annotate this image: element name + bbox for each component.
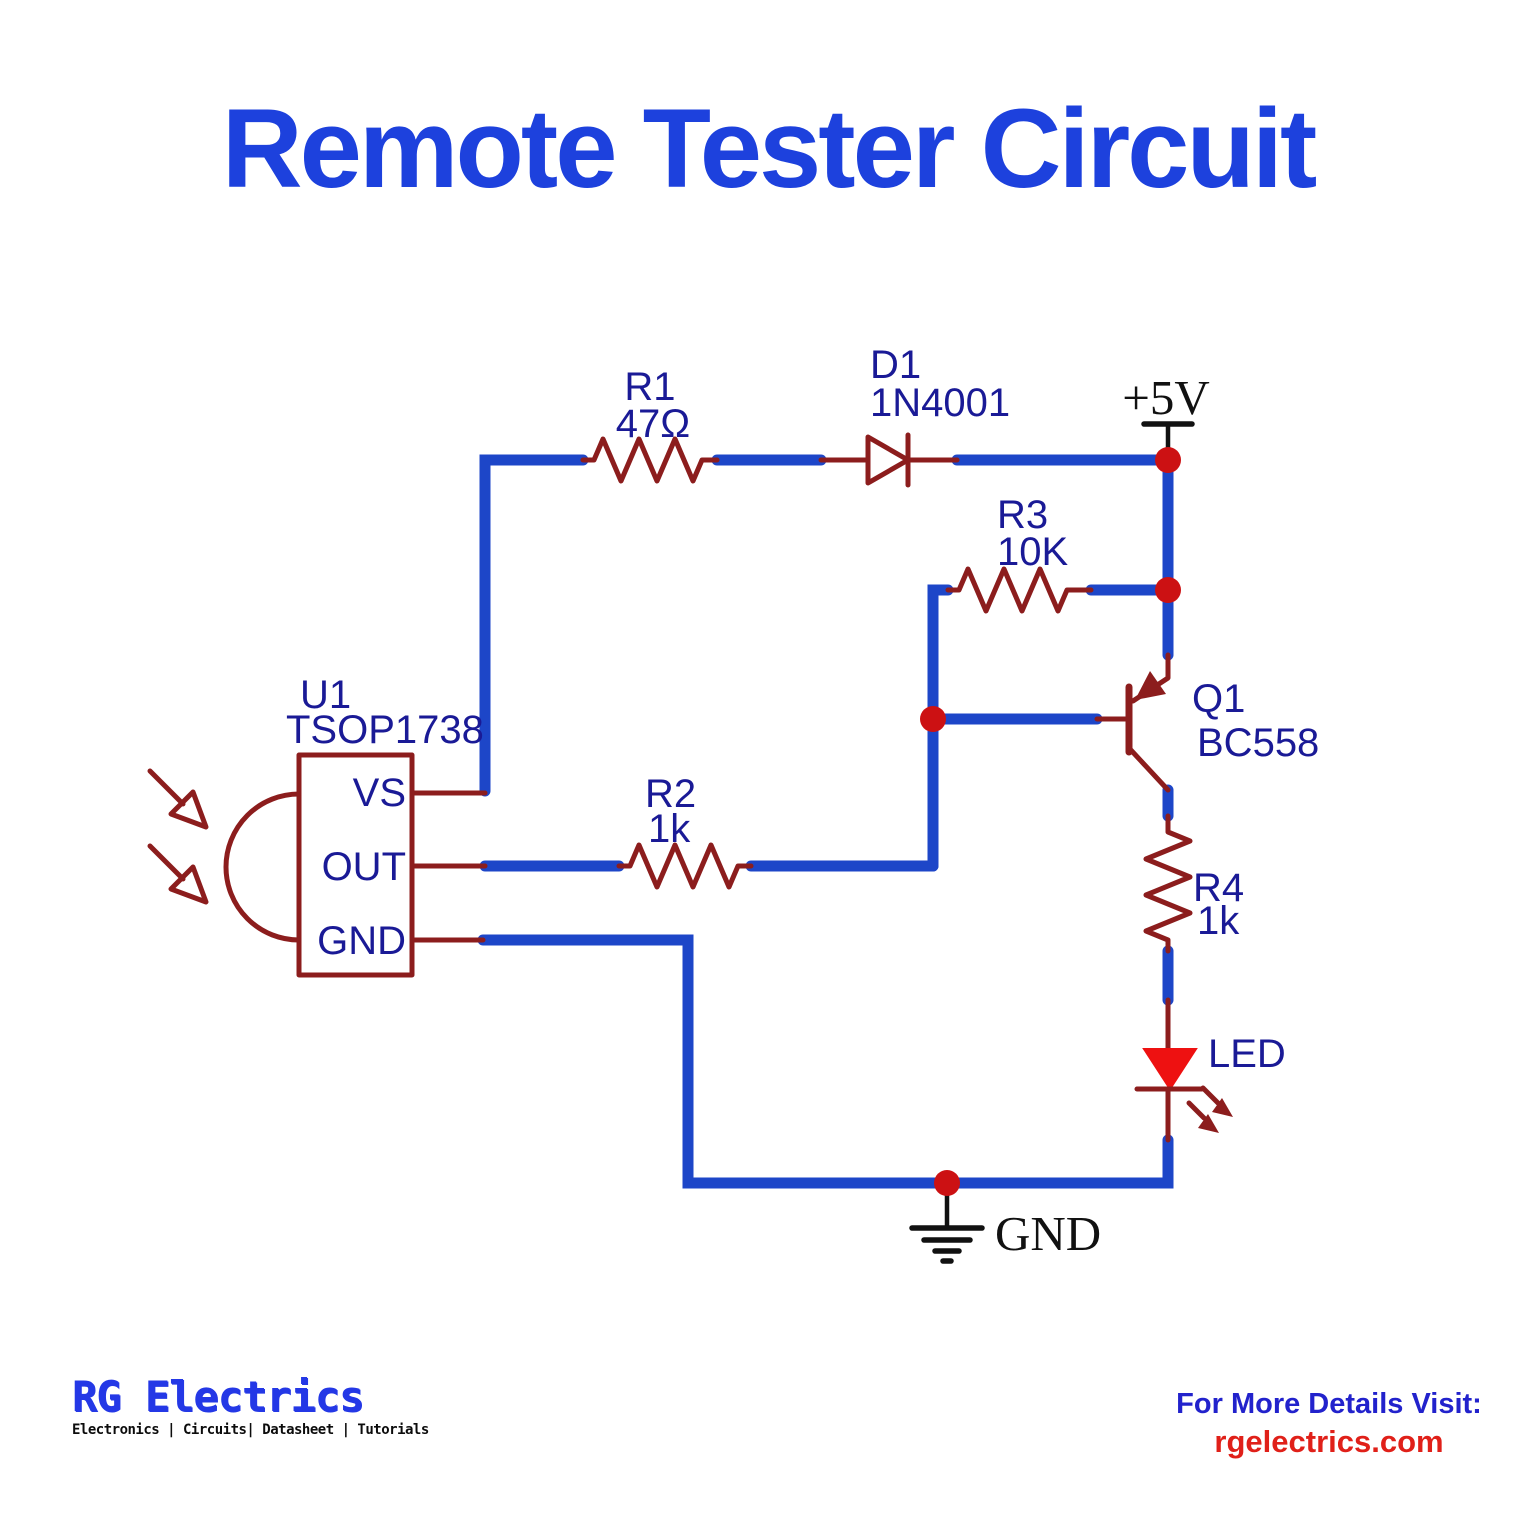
led-light-arrows	[1186, 1085, 1233, 1133]
u1-body	[296, 752, 415, 978]
junction-base	[920, 706, 946, 732]
ir-arrow-1-shaft	[147, 768, 186, 807]
ground-symbol	[909, 1186, 985, 1264]
transistor-q1-emitter-arrow	[1135, 671, 1166, 700]
resistor-r1-symbol	[580, 436, 720, 484]
led-arrow-1-head	[1212, 1098, 1233, 1117]
junction-r3-emitter	[1155, 577, 1181, 603]
label-r1-ref: R1	[624, 365, 675, 409]
label-r3-ref: R3	[997, 493, 1048, 537]
footer: For More Details Visit: rgelectrics.com	[1157, 1388, 1501, 1460]
led-arrow-2-shaft	[1186, 1100, 1207, 1121]
wire-ground-return	[477, 934, 1174, 1189]
label-vcc: +5V	[1122, 370, 1210, 425]
resistor-r3-symbol	[945, 566, 1094, 614]
label-r1-value: 47Ω	[616, 402, 690, 446]
u1-dome	[223, 791, 302, 943]
label-q1-ref: Q1	[1192, 677, 1245, 721]
label-r4-ref: R4	[1193, 866, 1244, 910]
label-d1-ref: D1	[870, 343, 921, 387]
label-r3-value: 10K	[997, 530, 1068, 574]
diode-d1-triangle	[865, 434, 911, 486]
label-led: LED	[1208, 1032, 1286, 1076]
led-triangle	[1142, 1048, 1198, 1091]
label-gnd: GND	[995, 1206, 1101, 1261]
brand-logo-name: RG Electrics	[72, 1372, 364, 1421]
led-arrow-2-head	[1198, 1114, 1219, 1133]
label-r4-value: 1k	[1197, 899, 1240, 943]
label-u1-ref: U1	[300, 673, 351, 717]
page-title: Remote Tester Circuit	[221, 86, 1318, 211]
brand-logo: RG Electrics Electronics | Circuits| Dat…	[72, 1372, 492, 1439]
wire-r3-left-vertical	[927, 584, 954, 872]
brand-logo-tagline: Electronics | Circuits| Datasheet | Tuto…	[72, 1422, 429, 1438]
ir-arrow-2-shaft	[147, 843, 186, 882]
label-q1-value: BC558	[1197, 721, 1319, 765]
ir-signal-arrows	[147, 768, 209, 905]
led-arrow-1-shaft	[1200, 1085, 1221, 1106]
label-u1-pin-vs: VS	[353, 771, 406, 815]
ir-arrow-1-head	[168, 789, 209, 830]
label-u1-value: TSOP1738	[286, 708, 484, 752]
label-u1-pin-out: OUT	[322, 845, 406, 889]
resistor-r2-symbol	[616, 842, 754, 890]
lead-q1-collector	[1126, 745, 1171, 793]
junction-vcc	[1155, 447, 1181, 473]
label-d1-value: 1N4001	[870, 381, 1010, 425]
footer-website-url: rgelectrics.com	[1214, 1424, 1444, 1459]
ir-arrow-2-head	[168, 864, 209, 905]
junction-ground	[934, 1170, 960, 1196]
wire-vs-to-top-rail	[479, 454, 589, 797]
label-u1-pin-gnd: GND	[317, 919, 406, 963]
resistor-r4-symbol	[1143, 813, 1193, 954]
label-r2-value: 1k	[648, 807, 691, 851]
label-r2-ref: R2	[645, 772, 696, 816]
footer-more-details-text: For More Details Visit:	[1176, 1388, 1482, 1420]
